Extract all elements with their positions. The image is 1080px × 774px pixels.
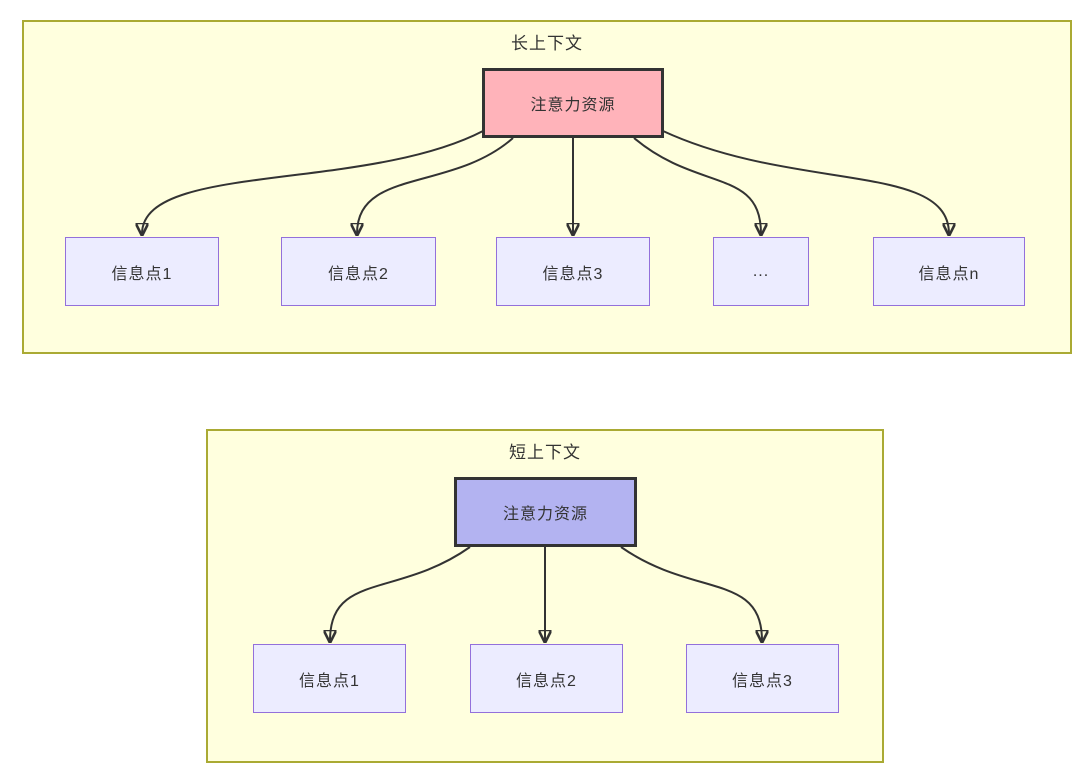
long-info-node-2: 信息点2 xyxy=(281,237,436,306)
long-info-node-3: 信息点3 xyxy=(496,237,650,306)
short-info-node-3: 信息点3 xyxy=(686,644,839,713)
short-context-title: 短上下文 xyxy=(509,443,581,462)
long-info-label-2: 信息点2 xyxy=(328,265,389,283)
long-context-title: 长上下文 xyxy=(511,34,583,53)
long-info-label-n: 信息点n xyxy=(918,265,980,283)
short-info-node-1: 信息点1 xyxy=(253,644,406,713)
short-info-node-2: 信息点2 xyxy=(470,644,623,713)
long-info-node-1: 信息点1 xyxy=(65,237,219,306)
short-info-label-3: 信息点3 xyxy=(732,672,793,690)
long-attention-resource-node: 注意力资源 xyxy=(482,68,664,138)
short-info-label-2: 信息点2 xyxy=(516,672,577,690)
long-info-node-ellipsis: ... xyxy=(713,237,809,306)
short-attention-resource-node: 注意力资源 xyxy=(454,477,637,547)
long-info-label-1: 信息点1 xyxy=(111,265,173,283)
short-attention-resource-label: 注意力资源 xyxy=(502,506,588,523)
long-info-label-ellipsis: ... xyxy=(752,262,770,280)
long-info-node-n: 信息点n xyxy=(873,237,1025,306)
long-info-label-3: 信息点3 xyxy=(542,265,604,283)
short-info-label-1: 信息点1 xyxy=(299,672,360,690)
long-attention-resource-label: 注意力资源 xyxy=(530,97,616,114)
